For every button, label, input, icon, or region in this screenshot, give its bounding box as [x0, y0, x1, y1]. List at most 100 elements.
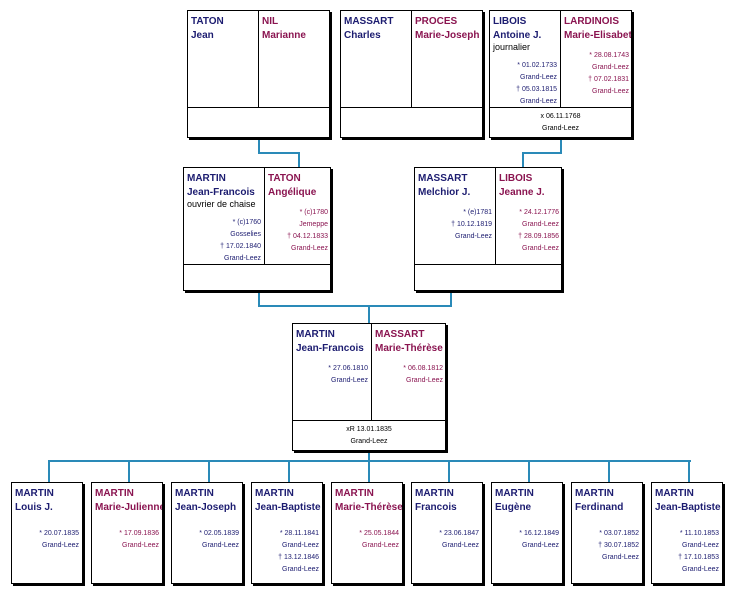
connector-line	[288, 460, 290, 482]
husband-birth-place: Grand-Leez	[331, 377, 368, 384]
child-surname: MARTIN	[15, 488, 54, 499]
child-birth: * 20.07.1835	[39, 530, 79, 537]
wife-death: † 28.09.1856	[518, 233, 559, 240]
child-given-name: Ferdinand	[575, 502, 624, 513]
connector-line	[368, 305, 452, 307]
husband-birth-place: Grand-Leez	[520, 74, 557, 81]
husband-given-name: Charles	[344, 30, 381, 41]
husband-death: † 10.12.1819	[451, 221, 492, 228]
wife-birth-place: Grand-Leez	[406, 377, 443, 384]
child-birth-place: Grand-Leez	[202, 542, 239, 549]
child-surname: MARTIN	[335, 488, 374, 499]
wife-birth-place: Grand-Leez	[592, 64, 629, 71]
husband-occupation: ouvrier de chaise	[187, 199, 256, 209]
husband-surname: MASSART	[418, 173, 468, 184]
divider	[341, 107, 482, 108]
child-birth: * 28.11.1841	[279, 530, 319, 537]
child-death: † 17.10.1853	[678, 554, 719, 561]
wife-surname: TATON	[268, 173, 301, 184]
wife-given-name: Marie-Elisabeth	[564, 30, 632, 41]
child-surname: MARTIN	[175, 488, 214, 499]
child-birth-place: Grand-Leez	[442, 542, 479, 549]
connector-line	[368, 305, 370, 323]
child-birth: * 03.07.1852	[599, 530, 639, 537]
connector-line	[688, 460, 690, 482]
child-birth-place: Grand-Leez	[682, 542, 719, 549]
husband-given-name: Antoine J.	[493, 30, 542, 41]
husband-death: † 05.03.1815	[516, 86, 557, 93]
husband-surname: MARTIN	[296, 329, 335, 340]
child-given-name: Eugène	[495, 502, 532, 513]
child-birth: * 23.06.1847	[439, 530, 479, 537]
connector-line	[368, 460, 370, 482]
husband-birth-place: Gosselies	[230, 231, 261, 238]
connector-line	[560, 138, 562, 153]
wife-given-name: Angélique	[268, 187, 317, 198]
wife-given-name: Marie-Joseph	[415, 30, 480, 41]
child-surname: MARTIN	[255, 488, 294, 499]
child-given-name: Marie-Thérèse	[335, 502, 403, 513]
child-death: † 13.12.1846	[278, 554, 319, 561]
connector-line	[522, 152, 562, 154]
child-death-place: Grand-Leez	[282, 566, 319, 573]
connector-line	[450, 291, 452, 306]
connector-line	[298, 152, 300, 167]
child-death-place: Grand-Leez	[682, 566, 719, 573]
child-given-name: Francois	[415, 502, 457, 513]
divider	[293, 420, 445, 421]
child-birth: * 17.09.1836	[119, 530, 159, 537]
connector-line	[528, 460, 530, 482]
child-birth: * 16.12.1849	[519, 530, 559, 537]
wife-death-place: Grand-Leez	[522, 245, 559, 252]
husband-surname: MARTIN	[187, 173, 226, 184]
husband-death-place: Grand-Leez	[455, 233, 492, 240]
divider	[188, 107, 329, 108]
wife-death: † 07.02.1831	[588, 76, 629, 83]
husband-birth: * (c)1760	[232, 219, 261, 226]
child-birth: * 02.05.1839	[199, 530, 239, 537]
child-birth-place: Grand-Leez	[42, 542, 79, 549]
connector-line	[258, 152, 300, 154]
child-given-name: Louis J.	[15, 502, 53, 513]
child-death-place: Grand-Leez	[602, 554, 639, 561]
connector-line	[448, 460, 450, 482]
wife-surname: NIL	[262, 16, 279, 27]
connector-line	[48, 460, 50, 482]
husband-death: † 17.02.1840	[220, 243, 261, 250]
wife-given-name: Marianne	[262, 30, 306, 41]
child-surname: MARTIN	[655, 488, 694, 499]
connector-line	[608, 460, 610, 482]
child-birth-place: Grand-Leez	[362, 542, 399, 549]
husband-surname: TATON	[191, 16, 224, 27]
marriage-place: Grand-Leez	[542, 125, 579, 132]
